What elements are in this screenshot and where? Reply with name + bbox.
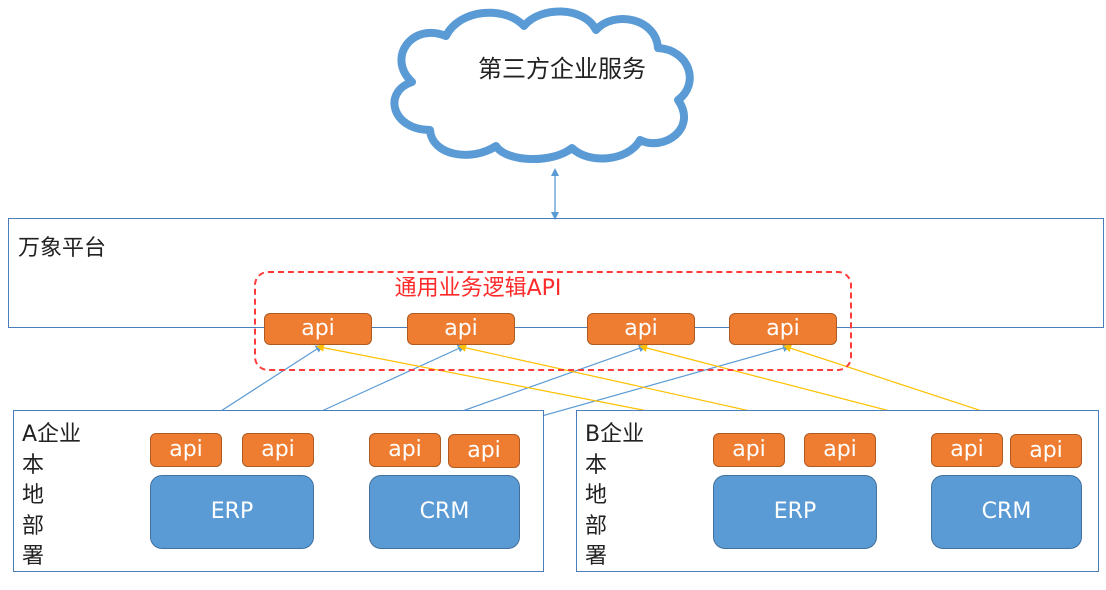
b-crm-api-1[interactable]: api [931,433,1003,467]
a-crm-system[interactable]: CRM [369,475,520,549]
api-group-box [254,271,852,371]
enterprise-a-label-line: 地 [22,483,45,508]
cloud-shape [390,7,694,163]
enterprise-b-label: B企业 本 地 部 署 [585,420,665,573]
enterprise-b-label-line: 署 [585,544,608,569]
platform-api-4[interactable]: api [729,313,837,345]
enterprise-a-label: A企业 本 地 部 署 [22,420,102,573]
platform-api-3[interactable]: api [587,313,695,345]
a-crm-api-1[interactable]: api [369,433,441,467]
platform-box [8,218,1104,328]
b-crm-api-2[interactable]: api [1010,434,1082,468]
a-erp-api-2[interactable]: api [242,433,314,467]
enterprise-a-label-line: 本 [22,452,45,478]
enterprise-b-label-line: 部 [585,513,608,539]
b-crm-system[interactable]: CRM [931,475,1082,549]
enterprise-b-label-line: 本 [585,452,608,478]
enterprise-a-label-line: A企业 [22,422,82,447]
enterprise-b-label-line: B企业 [585,422,645,447]
enterprise-a-label-line: 部 [22,513,45,539]
api-group-title: 通用业务逻辑API [394,276,562,301]
platform-api-1[interactable]: api [264,313,372,345]
enterprise-a-label-line: 署 [22,544,45,569]
b-erp-system[interactable]: ERP [713,475,877,549]
a-erp-system[interactable]: ERP [150,475,314,549]
enterprise-b-label-line: 地 [585,483,608,508]
cloud-label: 第三方企业服务 [478,55,646,83]
b-erp-api-1[interactable]: api [713,433,785,467]
a-crm-api-2[interactable]: api [448,434,520,468]
platform-title: 万象平台 [18,236,107,261]
a-erp-api-1[interactable]: api [150,433,222,467]
platform-api-2[interactable]: api [407,313,515,345]
b-erp-api-2[interactable]: api [804,433,876,467]
